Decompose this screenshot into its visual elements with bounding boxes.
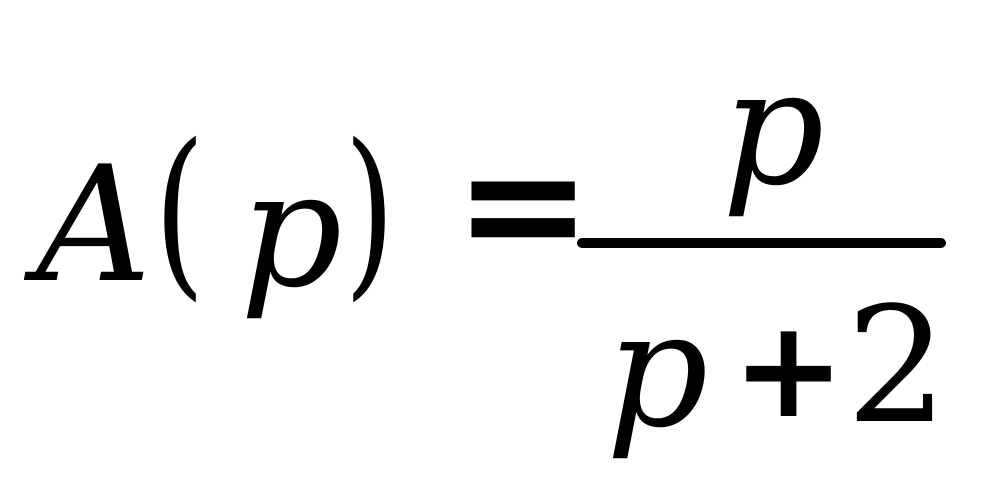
plus-sign: + xyxy=(732,291,846,448)
close-parenthesis: ) xyxy=(344,105,396,317)
numerator-variable: p xyxy=(722,34,825,221)
fraction-bar xyxy=(577,238,946,248)
open-parenthesis: ( xyxy=(154,105,206,317)
function-symbol: A xyxy=(36,131,152,318)
denominator-variable: p xyxy=(606,276,709,463)
argument-variable: p xyxy=(240,136,343,323)
denominator-constant: 2 xyxy=(846,272,948,459)
equals-sign: = xyxy=(454,108,593,300)
